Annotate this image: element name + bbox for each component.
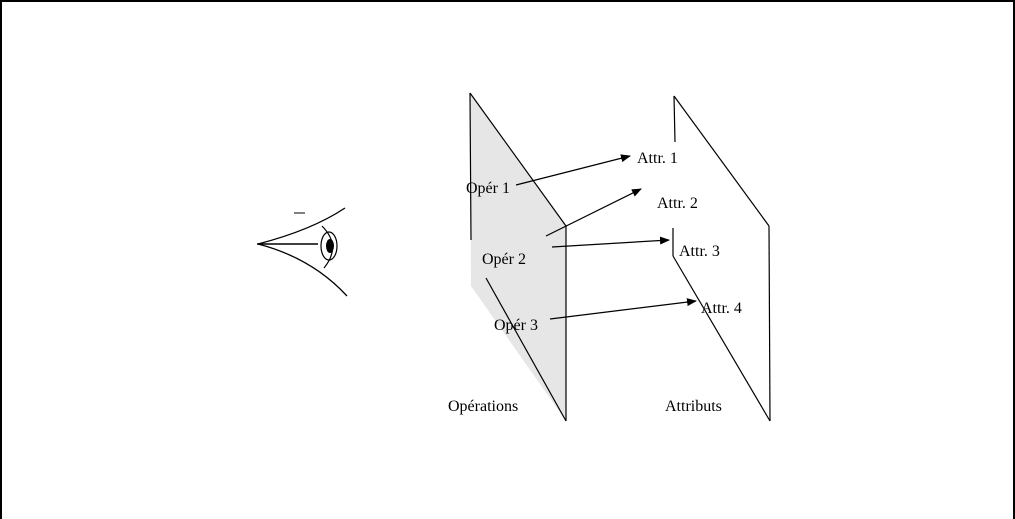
arrow-oper2-attr2 <box>545 188 642 237</box>
attributes-panel <box>672 95 771 422</box>
arrow-oper2-attr3 <box>551 236 670 248</box>
operations-panel <box>469 92 567 422</box>
operation-label-1: Opér 1 <box>466 180 510 197</box>
arrows <box>515 154 697 320</box>
attributes-panel-title: Attributs <box>665 398 722 415</box>
arrow-oper1-attr1 <box>515 154 631 186</box>
operation-label-2: Opér 2 <box>482 251 526 268</box>
attribute-label-1: Attr. 1 <box>637 150 678 167</box>
attribute-label-3: Attr. 3 <box>679 243 720 260</box>
arrow-oper3-attr4 <box>549 298 697 320</box>
eye-icon <box>257 207 348 297</box>
attribute-label-4: Attr. 4 <box>701 300 742 317</box>
operations-panel-title: Opérations <box>448 398 518 415</box>
attribute-label-2: Attr. 2 <box>657 195 698 212</box>
operation-label-3: Opér 3 <box>494 317 538 334</box>
